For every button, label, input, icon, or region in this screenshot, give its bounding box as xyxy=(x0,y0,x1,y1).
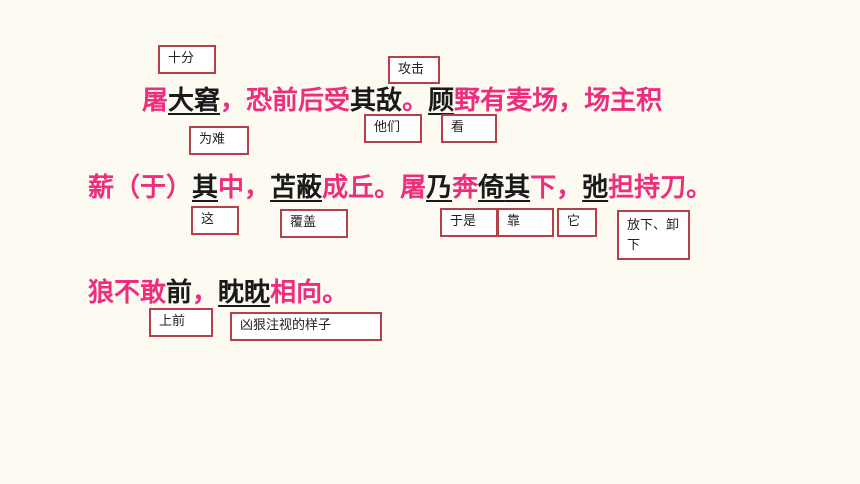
line3-seg-0: 狼不敢 xyxy=(88,278,167,308)
note-kan: 看 xyxy=(441,114,497,143)
line2-seg-4: 成丘。屠 xyxy=(322,173,427,203)
line2-seg-2: 中， xyxy=(218,173,271,203)
line1-seg-4: 。 xyxy=(402,86,429,116)
line2-seg-11: 担持刀。 xyxy=(608,173,713,203)
line1-seg-1: 大窘 xyxy=(168,86,221,116)
line1-seg-0: 屠 xyxy=(142,86,169,116)
line3-seg-1: 前 xyxy=(166,278,193,308)
note-zhe: 这 xyxy=(191,206,239,235)
line2-seg-10: 弛 xyxy=(582,173,609,203)
line2-seg-5: 乃 xyxy=(426,173,453,203)
note-tamen: 他们 xyxy=(364,114,422,143)
line3-seg-3: 眈眈 xyxy=(218,278,271,308)
line2-seg-1: 其 xyxy=(192,173,219,203)
line3-seg-2: ， xyxy=(192,278,219,308)
note-shangqian: 上前 xyxy=(149,308,213,337)
note-ta: 它 xyxy=(557,208,597,237)
text-line-3: 狼不敢前，眈眈相向。 xyxy=(88,276,348,310)
line2-seg-9: 下， xyxy=(530,173,583,203)
note-weinan: 为难 xyxy=(189,126,249,155)
note-shifen: 十分 xyxy=(158,45,216,74)
line1-seg-2: ，恐前后受 xyxy=(220,86,351,116)
text-line-2: 薪（于）其中，苫蔽成丘。屠乃奔倚其下，弛担持刀。 xyxy=(88,171,712,205)
text-line-1: 屠大窘，恐前后受其敌。顾野有麦场，场主积 xyxy=(142,84,662,118)
line2-seg-8: 其 xyxy=(504,173,531,203)
line2-seg-6: 奔 xyxy=(452,173,479,203)
line2-seg-3: 苫蔽 xyxy=(270,173,323,203)
note-kao: 靠 xyxy=(497,208,554,237)
line1-seg-3: 其敌 xyxy=(350,86,403,116)
line1-seg-6: 野有麦场，场主积 xyxy=(454,86,663,116)
line2-seg-7: 倚 xyxy=(478,173,505,203)
note-xionglang: 凶狠注视的样子 xyxy=(230,312,382,341)
line1-seg-5: 顾 xyxy=(428,86,455,116)
note-fugai: 覆盖 xyxy=(280,209,348,238)
note-gongji: 攻击 xyxy=(388,56,440,84)
note-fangxia: 放下、卸下 xyxy=(617,210,690,260)
line3-seg-4: 相向。 xyxy=(270,278,349,308)
line2-seg-0: 薪（于） xyxy=(88,173,193,203)
note-yushi: 于是 xyxy=(440,208,498,237)
